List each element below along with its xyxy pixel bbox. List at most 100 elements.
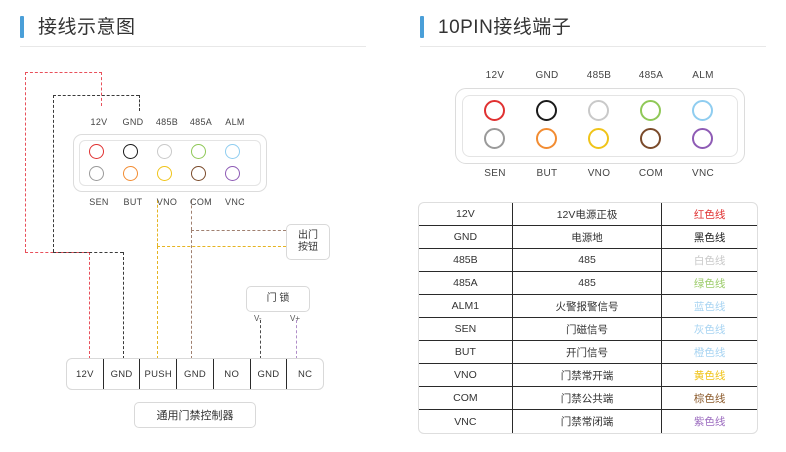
terminal-cell-5: GND [251,359,288,389]
spec-wire-color: 白色线 [662,249,757,272]
spec-pin-description: 485 [512,249,663,272]
wire-lock-vminus [260,320,261,359]
left-section-title: 接线示意图 [38,17,136,38]
wiring-diagram-panel: 接线示意图 12V GND 485B 485A [0,0,386,452]
wire-vno-right [157,246,286,247]
right-pin-label-top-1: GND [535,70,559,81]
terminal-cell-0: 12V [67,359,104,389]
terminal-cell-1: GND [104,359,141,389]
pin-but [123,166,138,181]
wire-push-down [157,246,158,359]
wire-gnd-left [53,95,54,252]
pin-label-bottom-0: SEN [89,197,109,207]
wire-com-down [191,200,192,230]
wire-gnd-bottom [53,252,123,253]
spec-pin-name: GND [419,226,513,249]
wire-lock-vplus [296,320,297,359]
spec-wire-color: 灰色线 [662,318,757,341]
exit-button-label-line1: 出门 [298,229,318,241]
exit-button-box: 出门 按钮 [286,224,330,260]
right-pin-12v [484,100,505,121]
controller-name-label: 通用门禁控制器 [156,410,234,422]
lock-terminal-vplus-label: V+ [290,314,301,323]
pin-label-top-1: GND [122,117,144,127]
connector-inner-frame [79,140,261,186]
right-pin-sen [484,128,505,149]
spec-wire-color: 黄色线 [662,364,757,387]
controller-name-box: 通用门禁控制器 [134,402,256,428]
right-pin-com [640,128,661,149]
pin-label-top-4: ALM [225,117,245,127]
pin-vno [157,166,172,181]
controller-terminal-strip: 12V GND PUSH GND NO GND NC [66,358,324,390]
right-pin-label-bottom-1: BUT [536,168,558,179]
pin-vnc [225,166,240,181]
wire-12v-pinstub [101,72,102,106]
header-divider [20,46,366,47]
right-pin-485b [588,100,609,121]
wire-gnd-top [53,95,139,96]
right-pin-label-top-0: 12V [485,70,505,81]
spec-pin-description: 电源地 [512,226,663,249]
spec-pin-name: ALM1 [419,295,513,318]
wire-gnd-pinstub [139,95,140,111]
wire-gnd-down [123,252,124,359]
wire-12v-left [25,72,26,252]
spec-pin-description: 门磁信号 [512,318,663,341]
spec-pin-name: BUT [419,341,513,364]
terminal-cell-4: NO [214,359,251,389]
connector-block-right-group: 12V GND 485B 485A ALM SEN BUT VNO COM VN… [455,62,755,192]
wire-vno-down [157,200,158,246]
pin-label-top-0: 12V [90,117,108,127]
header-divider [420,46,766,47]
spec-pin-description: 门禁公共端 [512,387,663,410]
right-pin-label-top-3: 485A [638,70,664,81]
pin-label-bottom-1: BUT [123,197,143,207]
spec-pin-name: 485A [419,272,513,295]
pin-sen [89,166,104,181]
spec-pin-description: 开门信号 [512,341,663,364]
spec-wire-color: 蓝色线 [662,295,757,318]
pin-label-bottom-4: VNC [225,197,245,207]
right-pin-label-bottom-4: VNC [691,168,714,179]
right-pin-vnc [692,128,713,149]
spec-wire-color: 棕色线 [662,387,757,410]
pin-12v [89,144,104,159]
spec-pin-name: 485B [419,249,513,272]
pin-gnd [123,144,138,159]
spec-pin-name: VNO [419,364,513,387]
spec-pin-name: VNC [419,410,513,433]
door-lock-box: 门 锁 [246,286,310,312]
pin-label-bottom-2: VNO [156,197,178,207]
right-pin-label-top-4: ALM [692,70,714,81]
spec-wire-color: 紫色线 [693,416,726,428]
right-pin-485a [640,100,661,121]
connector-block-left [73,134,267,192]
terminal-cell-2: PUSH [140,359,178,389]
terminal-cell-3: GND [177,359,214,389]
accent-bar-icon [420,16,424,38]
pin-485b [157,144,172,159]
pin-com [191,166,206,181]
exit-button-label-line2: 按钮 [298,242,318,253]
spec-wire-color: 绿色线 [662,272,757,295]
terminal-cell-6: NC [298,368,313,380]
connector-inner-frame-right [462,95,738,157]
right-section-title: 10PIN接线端子 [438,17,572,38]
right-pin-label-bottom-3: COM [638,168,664,179]
spec-pin-description: 火警报警信号 [512,295,663,318]
terminal-spec-panel: 10PIN接线端子 [400,0,786,452]
spec-wire-color: 黑色线 [662,226,757,249]
right-pin-label-top-2: 485B [586,70,612,81]
